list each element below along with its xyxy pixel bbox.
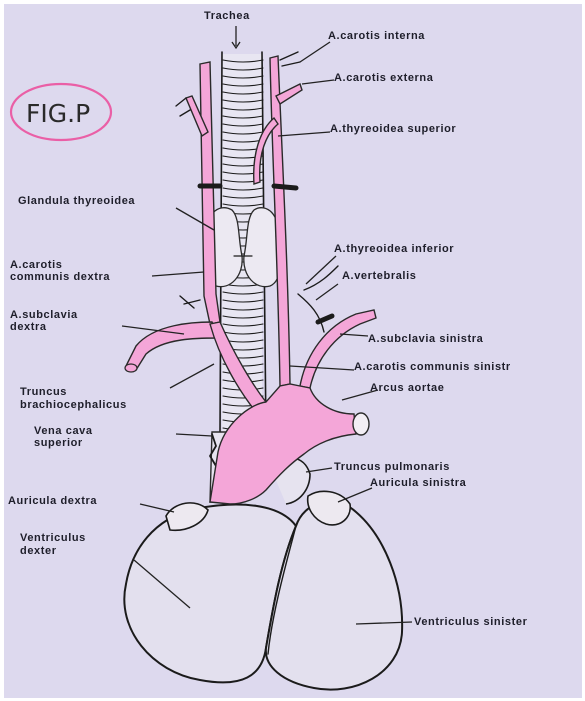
label-subclavia-dextra-1: A.subclavia	[10, 309, 78, 321]
label-carotis-interna: A.carotis interna	[328, 30, 425, 42]
heart	[124, 501, 402, 689]
label-carotis-externa: A.carotis externa	[334, 72, 434, 84]
diagram-sheet: FIG.P	[4, 4, 582, 698]
label-thyreoidea-superior: A.thyreoidea superior	[330, 123, 456, 135]
label-glandula-thyreoidea: Glandula thyreoidea	[18, 195, 135, 207]
label-ventriculus-dexter-2: dexter	[20, 545, 57, 557]
fig-tag: FIG.P	[11, 84, 111, 140]
label-vena-cava-2: superior	[34, 437, 83, 449]
label-truncus-pulmonaris: Truncus pulmonaris	[334, 461, 450, 473]
label-trachea: Trachea	[204, 10, 250, 22]
label-auricula-sinistra: Auricula sinistra	[370, 477, 467, 489]
label-truncus-2: brachiocephalicus	[20, 399, 127, 411]
a-subclavia-sinistra	[300, 310, 376, 388]
label-ventriculus-dexter-1: Ventriculus	[20, 532, 86, 544]
label-subclavia-dextra-2: dextra	[10, 321, 47, 333]
label-carotis-dextra-1: A.carotis	[10, 259, 62, 271]
label-carotis-dextra-2: communis dextra	[10, 271, 110, 283]
label-subclavia-sinistra: A.subclavia sinistra	[368, 333, 484, 345]
label-thyreoidea-inferior: A.thyreoidea inferior	[334, 243, 454, 255]
label-ventriculus-sinister: Ventriculus sinister	[414, 616, 528, 628]
label-auricula-dextra: Auricula dextra	[8, 495, 97, 507]
label-vertebralis: A.vertebralis	[342, 270, 416, 282]
fig-tag-text: FIG.P	[26, 99, 90, 128]
label-vena-cava-1: Vena cava	[34, 425, 93, 437]
label-carotis-sinistra: A.carotis communis sinistr	[354, 361, 511, 373]
label-arcus-aortae: Arcus aortae	[370, 382, 444, 394]
a-subclavia-dextra	[126, 322, 218, 370]
label-truncus-1: Truncus	[20, 386, 67, 398]
heart-great-vessels-diagram: FIG.P	[4, 4, 582, 698]
